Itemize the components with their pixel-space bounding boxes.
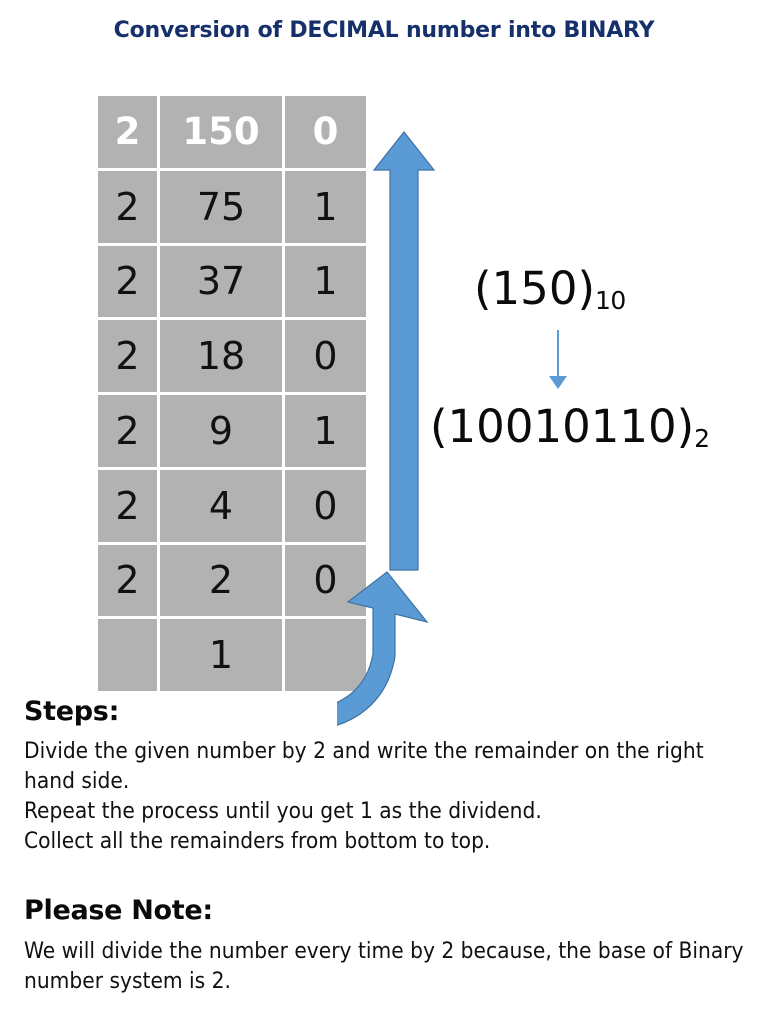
cell-divisor: 2 [98, 96, 160, 171]
binary-value: (10010110) [430, 400, 695, 453]
cell-dividend: 1 [160, 619, 285, 691]
steps-line: Divide the given number by 2 and write t… [24, 738, 704, 794]
cell-dividend: 2 [160, 544, 285, 620]
cell-remainder: 0 [285, 544, 366, 620]
table-row: 2 75 1 [98, 170, 366, 246]
cell-remainder [285, 619, 366, 691]
cell-remainder: 0 [285, 320, 366, 395]
table-row: 2 9 1 [98, 395, 366, 470]
cell-remainder: 0 [285, 469, 366, 545]
decimal-value: (150) [474, 262, 596, 315]
division-table: 2 150 0 2 75 1 2 37 1 2 18 0 2 9 1 2 4 0 [98, 96, 366, 691]
cell-remainder: 1 [285, 395, 366, 470]
cell-divisor: 2 [98, 395, 160, 470]
steps-line: Collect all the remainders from bottom t… [24, 828, 491, 854]
cell-divisor: 2 [98, 170, 160, 246]
table-row: 2 37 1 [98, 245, 366, 321]
steps-heading: Steps: [24, 696, 120, 727]
curved-arrow-up-icon [205, 571, 429, 735]
arrow-down-thin-icon [549, 330, 567, 389]
steps-body: Divide the given number by 2 and write t… [24, 736, 748, 856]
cell-divisor: 2 [98, 469, 160, 545]
cell-dividend: 9 [160, 395, 285, 470]
cell-dividend: 18 [160, 320, 285, 395]
steps-line: Repeat the process until you get 1 as th… [24, 798, 542, 824]
cell-dividend: 4 [160, 469, 285, 545]
binary-expression: (10010110)2 [430, 404, 710, 451]
cell-dividend: 75 [160, 170, 285, 246]
table-row: 1 [98, 619, 366, 691]
note-heading: Please Note: [24, 895, 213, 926]
cell-dividend: 37 [160, 245, 285, 321]
cell-divisor: 2 [98, 544, 160, 620]
binary-base: 2 [694, 424, 710, 453]
division-table-body: 2 150 0 2 75 1 2 37 1 2 18 0 2 9 1 2 4 0 [98, 96, 366, 691]
cell-divisor: 2 [98, 320, 160, 395]
table-row: 2 18 0 [98, 320, 366, 395]
cell-remainder: 1 [285, 245, 366, 321]
arrow-up-icon [372, 131, 436, 571]
table-row: 2 150 0 [98, 96, 366, 171]
table-row: 2 2 0 [98, 544, 366, 620]
cell-divisor [98, 619, 160, 691]
note-line: We will divide the number every time by … [24, 938, 744, 994]
page-title: Conversion of DECIMAL number into BINARY [113, 18, 655, 43]
cell-dividend: 150 [160, 96, 285, 171]
table-row: 2 4 0 [98, 469, 366, 545]
decimal-expression: (150)10 [474, 266, 626, 313]
cell-remainder: 1 [285, 170, 366, 246]
cell-remainder: 0 [285, 96, 366, 171]
decimal-base: 10 [595, 286, 626, 315]
cell-divisor: 2 [98, 245, 160, 321]
note-body: We will divide the number every time by … [24, 936, 748, 996]
